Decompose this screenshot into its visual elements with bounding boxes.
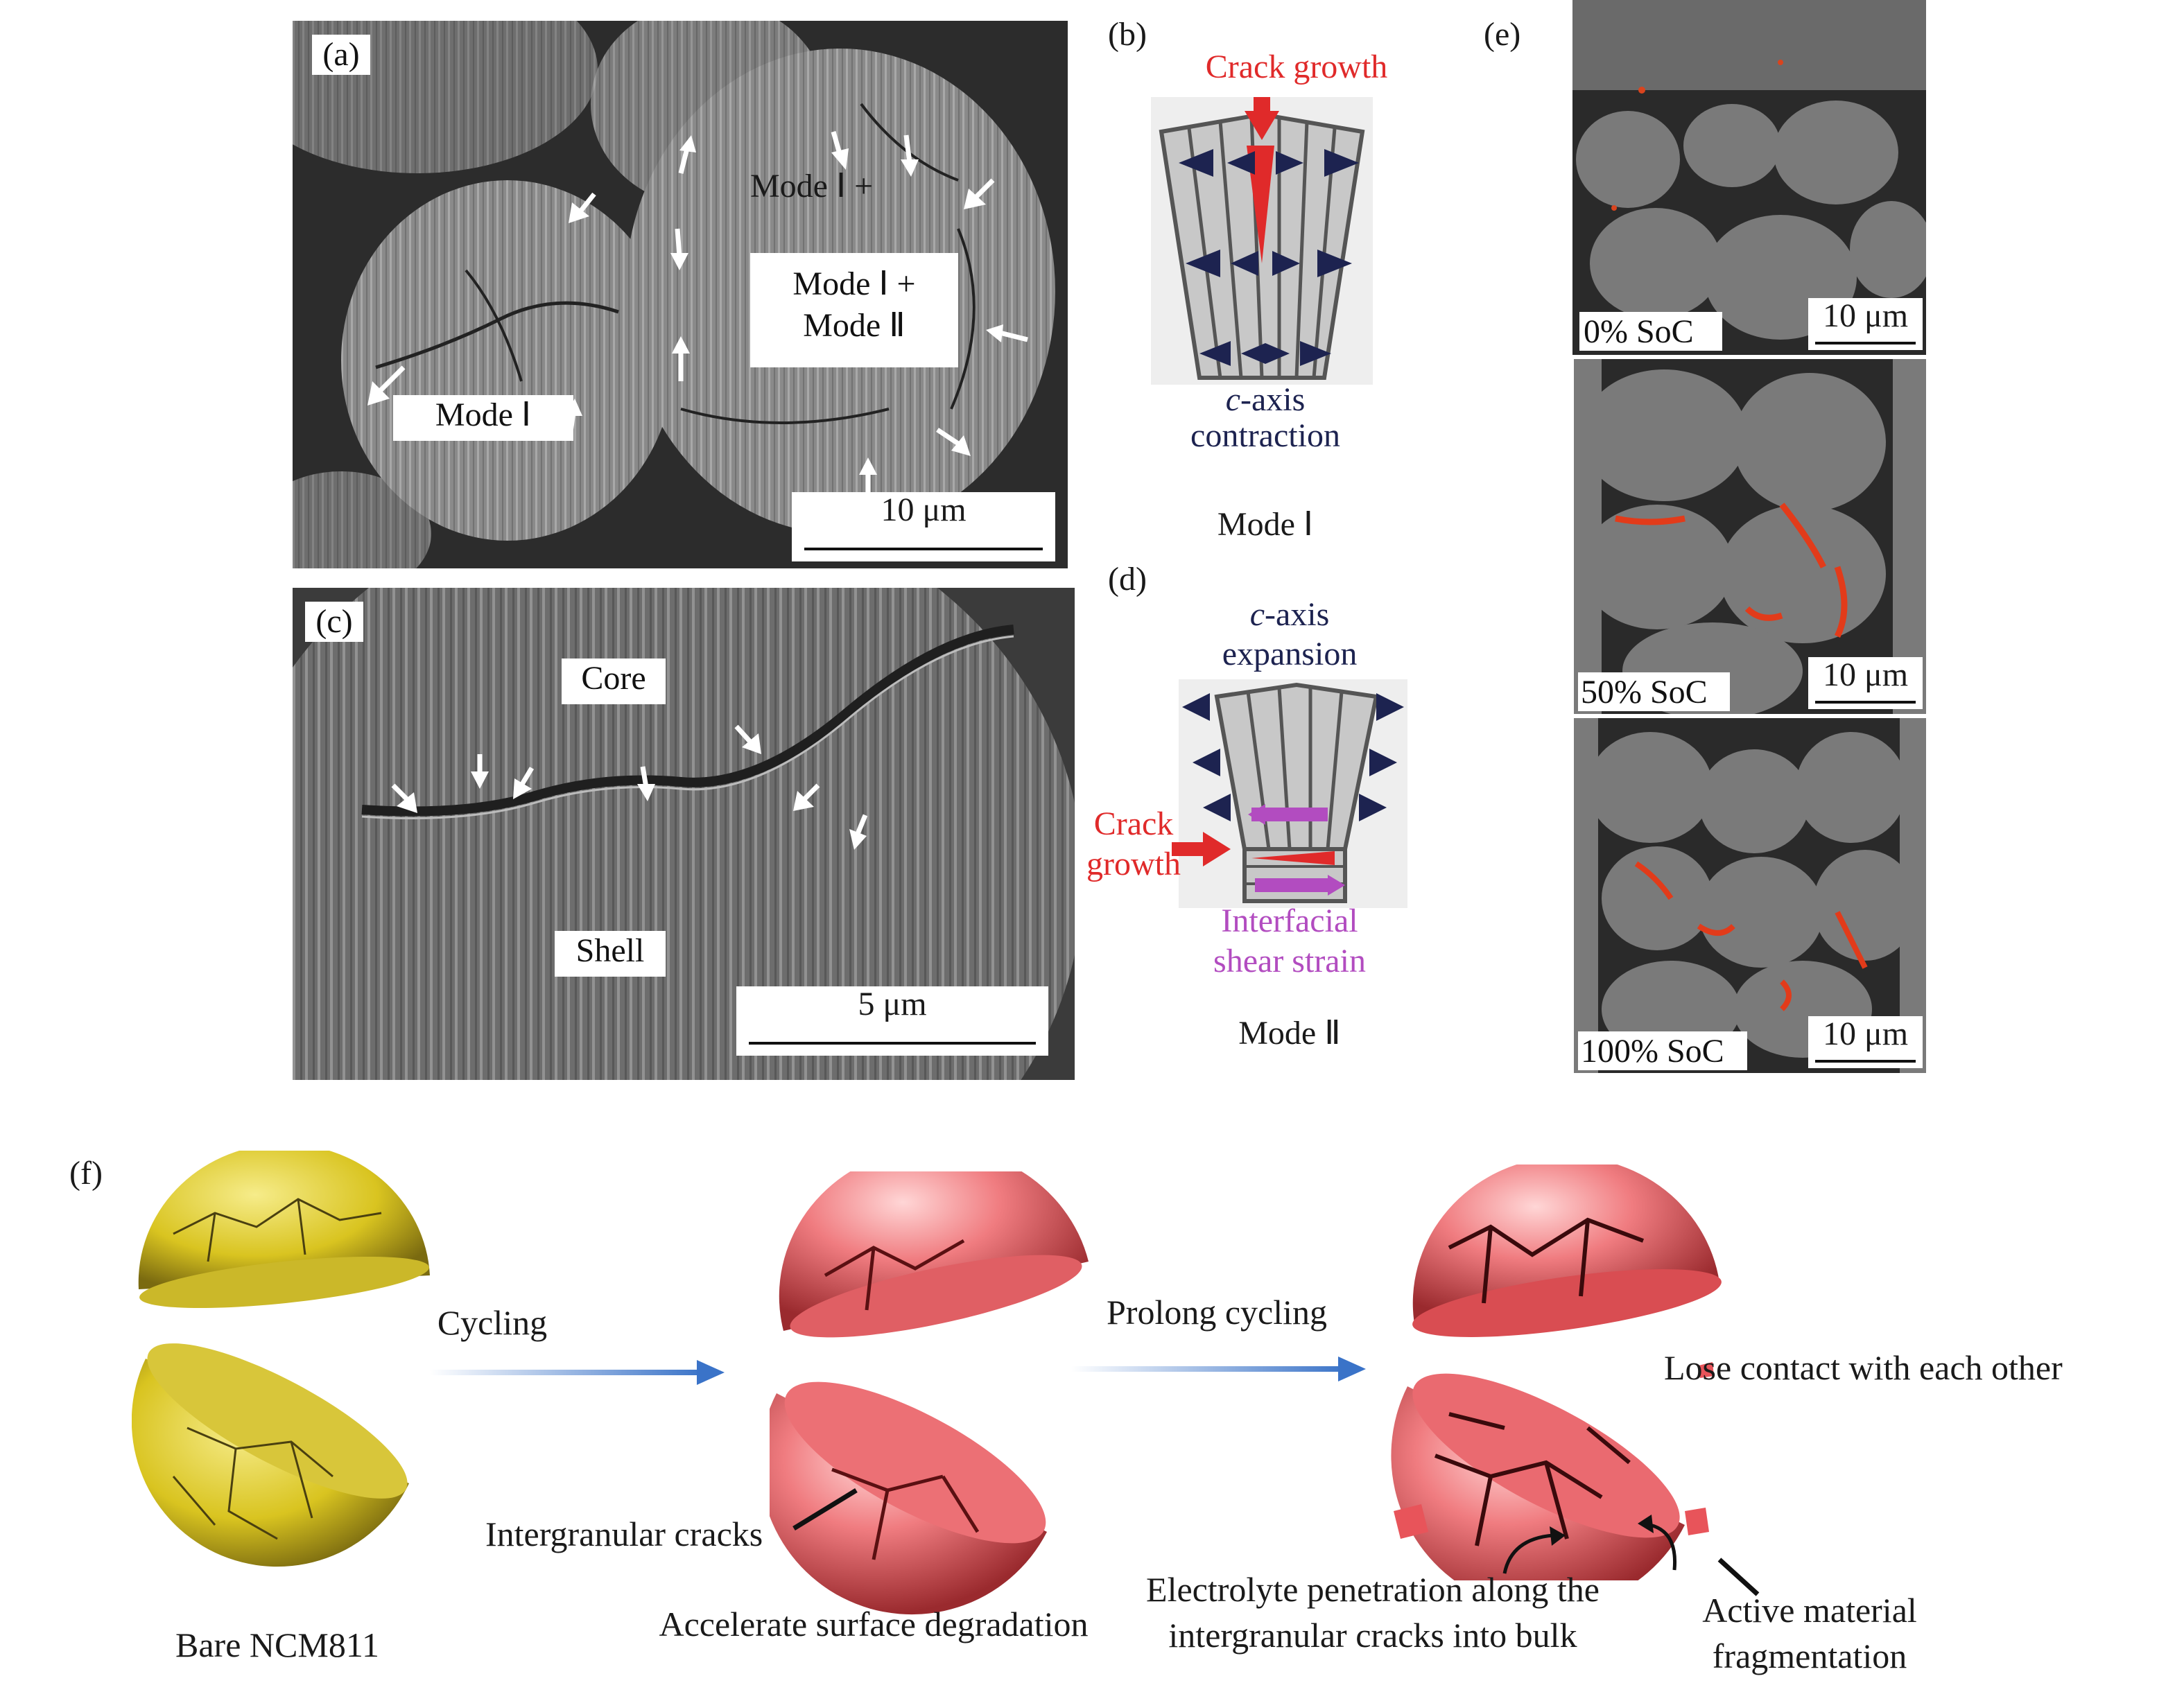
- panel-c-scalebar: 5 μm: [736, 986, 1048, 1056]
- lose-contact-text: Lose contact with each other: [1664, 1348, 2063, 1387]
- panel-d-shear-line1: Interfacial: [1221, 902, 1358, 939]
- fragmented-sphere: [1391, 1165, 1722, 1580]
- panel-a-sem-image: (a) Mode Ⅰ + Mode Ⅰ + Mode Ⅱ Mode Ⅰ 10 μ…: [293, 21, 1068, 568]
- panel-e-particles-50: [1574, 359, 1926, 714]
- panel-c-scale-line: [749, 1042, 1036, 1045]
- panel-e-image-50: 50% SoC 10 μm: [1574, 359, 1926, 714]
- panel-b-caxis-rest: -axis: [1240, 381, 1306, 418]
- panel-b-diagram: [1151, 97, 1373, 385]
- panel-b-crack-growth: Crack growth: [1205, 49, 1388, 85]
- panel-b-contraction: contraction: [1190, 417, 1340, 454]
- panel-d-expansion: expansion: [1222, 636, 1358, 672]
- fragmentation-line2: fragmentation: [1712, 1637, 1907, 1675]
- panel-b-mode: Mode Ⅰ: [1217, 506, 1314, 543]
- panel-b-label: (b): [1108, 16, 1147, 53]
- panel-a-scale-text: 10 μm: [881, 491, 967, 528]
- panel-a-mode1-label: Mode Ⅰ: [393, 395, 573, 441]
- panel-d-mode: Mode Ⅱ: [1238, 1015, 1341, 1052]
- panel-e-scale-line-0: [1815, 342, 1916, 344]
- panel-e-scalebar-50: 10 μm: [1808, 656, 1923, 709]
- panel-a-label: (a): [312, 35, 370, 75]
- fragmentation-text: Active material fragmentation: [1664, 1587, 1955, 1679]
- intergranular-cracks-text: Intergranular cracks: [485, 1515, 763, 1553]
- cycling-label: Cycling: [437, 1303, 548, 1342]
- panel-c-core-label: Core: [562, 659, 666, 704]
- panel-a-mode1-top-text: Mode Ⅰ +: [750, 168, 874, 204]
- panel-e-scale-line-50: [1815, 701, 1916, 704]
- panel-d-caxis-rest: -axis: [1265, 596, 1330, 633]
- electrolyte-line1: Electrolyte penetration along the: [1146, 1570, 1600, 1609]
- panel-d-crack-line1: Crack: [1093, 805, 1174, 842]
- electrolyte-line2: intergranular cracks into bulk: [1168, 1616, 1577, 1655]
- panel-e-scalebar-100: 10 μm: [1808, 1015, 1923, 1068]
- panel-d-diagram: [1179, 679, 1407, 908]
- panel-b-caxis-c: c: [1225, 381, 1240, 418]
- electrolyte-pointer-1: [1502, 1526, 1566, 1574]
- panel-d-shear-label: Interfacial shear strain: [1165, 901, 1414, 982]
- prolong-cycling-arrow: [1071, 1357, 1366, 1381]
- accelerate-degradation-text: Accelerate surface degradation: [659, 1605, 1089, 1643]
- panel-a-mode12-line1: Mode Ⅰ +: [792, 265, 916, 302]
- panel-e-soc50: 50% SoC: [1578, 672, 1730, 711]
- fragmentation-line1: Active material: [1702, 1591, 1917, 1630]
- panel-e-particles-0: [1572, 0, 1926, 355]
- panel-e-scale-line-100: [1815, 1060, 1916, 1063]
- electrolyte-pointer-2: [1638, 1515, 1677, 1571]
- panel-d-shear-line2: shear strain: [1213, 943, 1366, 979]
- panel-e-soc0: 0% SoC: [1579, 312, 1722, 351]
- panel-e-label: (e): [1484, 16, 1521, 53]
- panel-c-shell-label: Shell: [555, 931, 666, 977]
- panel-e-scale-text-0: 10 μm: [1822, 297, 1909, 334]
- intergranular-pointer: [792, 1488, 858, 1530]
- panel-e-scale-text-50: 10 μm: [1822, 656, 1909, 693]
- panel-e-scale-text-100: 10 μm: [1822, 1015, 1909, 1052]
- panel-c-scale-text: 5 μm: [858, 986, 927, 1022]
- electrolyte-penetration-text: Electrolyte penetration along the interg…: [1109, 1567, 1636, 1658]
- panel-a-mode12-label: Mode Ⅰ + Mode Ⅱ: [750, 253, 958, 367]
- fragmentation-pointer: [1717, 1558, 1760, 1596]
- panel-d-caxis-c: c: [1249, 596, 1265, 633]
- panel-c-label: (c): [305, 602, 363, 642]
- panel-b-caxis: c-axis: [1151, 380, 1380, 420]
- panel-e-soc100: 100% SoC: [1578, 1031, 1747, 1070]
- panel-d-red-arrow: [1172, 832, 1231, 866]
- panel-c-sem-image: (c) Core Shell 5 μm: [293, 588, 1075, 1080]
- panel-d-caxis: c-axis: [1165, 595, 1414, 635]
- bare-ncm811-sphere: [132, 1151, 430, 1567]
- panel-a-scale-line: [804, 548, 1043, 550]
- panel-d-crack-line2: growth: [1086, 846, 1181, 882]
- prolong-cycling-label: Prolong cycling: [1106, 1293, 1328, 1332]
- cycled-sphere: [770, 1171, 1089, 1615]
- panel-a-scalebar: 10 μm: [792, 491, 1055, 561]
- panel-a-mode12-line2: Mode Ⅱ: [803, 307, 905, 344]
- panel-f-label: (f): [69, 1155, 103, 1192]
- bare-ncm811-text: Bare NCM811: [175, 1625, 379, 1664]
- panel-e-image-0: 0% SoC 10 μm: [1572, 0, 1926, 355]
- panel-e-image-100: 100% SoC 10 μm: [1574, 718, 1926, 1073]
- panel-d-label: (d): [1108, 561, 1147, 598]
- panel-c-particle: [293, 588, 1075, 1080]
- cycling-arrow: [430, 1360, 725, 1385]
- panel-d-crack-label: Crack growth: [1071, 804, 1196, 884]
- panel-e-scalebar-0: 10 μm: [1808, 297, 1923, 350]
